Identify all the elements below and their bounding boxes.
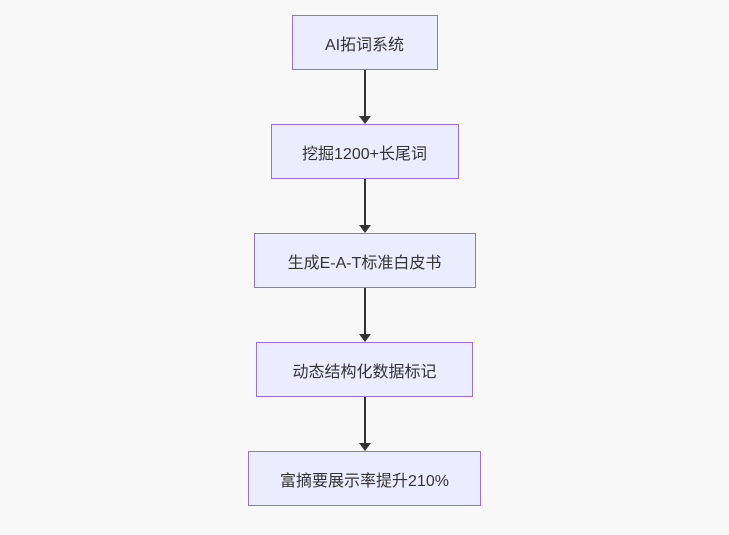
- flowchart-edge-3-4: [358, 288, 371, 342]
- node-label: AI拓词系统: [324, 36, 405, 54]
- arrowhead-down-icon: [358, 443, 371, 451]
- arrowhead-down-icon: [358, 334, 371, 342]
- node-label: 富摘要展示率提升210%: [280, 472, 449, 490]
- flowchart-node-step-1: AI拓词系统: [291, 15, 438, 70]
- edge-line: [363, 70, 366, 116]
- flowchart-edge-1-2: [358, 70, 371, 124]
- flowchart-node-step-5: 富摘要展示率提升210%: [248, 451, 481, 506]
- edge-line: [363, 288, 366, 334]
- flowchart-node-step-3: 生成E-A-T标准白皮书: [253, 233, 476, 288]
- edge-line: [363, 179, 366, 225]
- flowchart-edge-2-3: [358, 179, 371, 233]
- node-label: 动态结构化数据标记: [292, 363, 437, 381]
- flowchart-node-step-2: 挖掘1200+长尾词: [270, 124, 459, 179]
- flowchart-node-step-4: 动态结构化数据标记: [256, 342, 473, 397]
- flowchart-edge-4-5: [358, 397, 371, 451]
- arrowhead-down-icon: [358, 225, 371, 233]
- node-label: 生成E-A-T标准白皮书: [287, 254, 442, 272]
- arrowhead-down-icon: [358, 116, 371, 124]
- edge-line: [363, 397, 366, 443]
- node-label: 挖掘1200+长尾词: [302, 145, 427, 163]
